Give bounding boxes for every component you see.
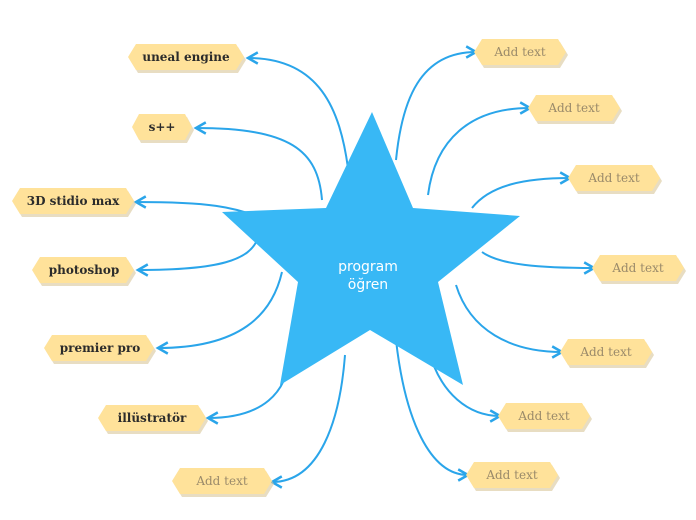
central-topic[interactable]: program öğren <box>222 112 520 385</box>
topic-node-left-1[interactable]: uneal engine <box>128 44 246 73</box>
topic-node-right-5[interactable]: Add text <box>560 339 654 368</box>
topic-hexagon <box>474 39 566 65</box>
connector-right-3 <box>471 171 573 209</box>
topic-hexagon <box>466 462 558 488</box>
topic-hexagon <box>132 114 192 140</box>
connector-right-5 <box>455 284 565 359</box>
topic-label: illüstratör <box>118 411 187 425</box>
central-topic-label-line-2: öğren <box>348 277 388 293</box>
topic-label: s++ <box>149 120 176 134</box>
topic-label: photoshop <box>49 263 120 277</box>
topic-hexagon <box>560 339 652 365</box>
topic-node-right-4[interactable]: Add text <box>592 255 686 284</box>
connector-left-4 <box>135 237 259 277</box>
topic-label: Add text <box>485 468 538 482</box>
topic-node-left-3[interactable]: 3D stidio max <box>12 188 136 217</box>
topic-node-left-2[interactable]: s++ <box>132 114 194 143</box>
connector-right-2 <box>427 101 533 196</box>
connector-right-7 <box>395 339 471 482</box>
topic-hexagon <box>592 255 684 281</box>
topic-node-right-2[interactable]: Add text <box>528 95 622 124</box>
topic-hexagon <box>128 44 244 70</box>
connector-left-6 <box>205 347 291 425</box>
topic-hexagon <box>528 95 620 121</box>
topic-node-left-7[interactable]: Add text <box>172 468 274 497</box>
topic-node-left-4[interactable]: photoshop <box>32 257 136 286</box>
topic-node-right-1[interactable]: Add text <box>474 39 568 68</box>
star-shape <box>222 112 520 385</box>
topic-hexagon <box>98 405 206 431</box>
connector-left-5 <box>155 271 283 355</box>
topic-hexagon <box>498 403 590 429</box>
topic-node-right-3[interactable]: Add text <box>568 165 662 194</box>
topic-label: Add text <box>493 45 546 59</box>
topic-label: Add text <box>195 474 248 488</box>
topic-label: Add text <box>547 101 600 115</box>
topic-label: uneal engine <box>142 50 230 64</box>
topic-node-left-5[interactable]: premier pro <box>44 335 156 364</box>
topic-hexagon <box>32 257 134 283</box>
topic-hexagon <box>172 468 272 494</box>
left-topics: uneal engine s++ 3D stidio max photoshop… <box>12 44 274 497</box>
connector-left-1 <box>245 51 349 169</box>
topic-label: Add text <box>587 171 640 185</box>
central-topic-label-line-1: program <box>338 259 398 275</box>
topic-node-right-6[interactable]: Add text <box>498 403 592 432</box>
topic-label: 3D stidio max <box>27 194 120 208</box>
topic-hexagon <box>568 165 660 191</box>
topic-hexagon <box>44 335 154 361</box>
topic-hexagon <box>12 188 134 214</box>
topic-label: Add text <box>611 261 664 275</box>
connector-right-1 <box>395 45 479 161</box>
connector-left-7 <box>269 354 346 489</box>
topic-node-right-7[interactable]: Add text <box>466 462 560 491</box>
topic-label: Add text <box>579 345 632 359</box>
topic-label: Add text <box>517 409 570 423</box>
connector-right-4 <box>481 251 597 275</box>
connector-left-2 <box>193 121 323 201</box>
right-topics: Add text Add text Add text Add text Add … <box>466 39 686 491</box>
topic-label: premier pro <box>60 341 140 355</box>
topic-node-left-6[interactable]: illüstratör <box>98 405 208 434</box>
